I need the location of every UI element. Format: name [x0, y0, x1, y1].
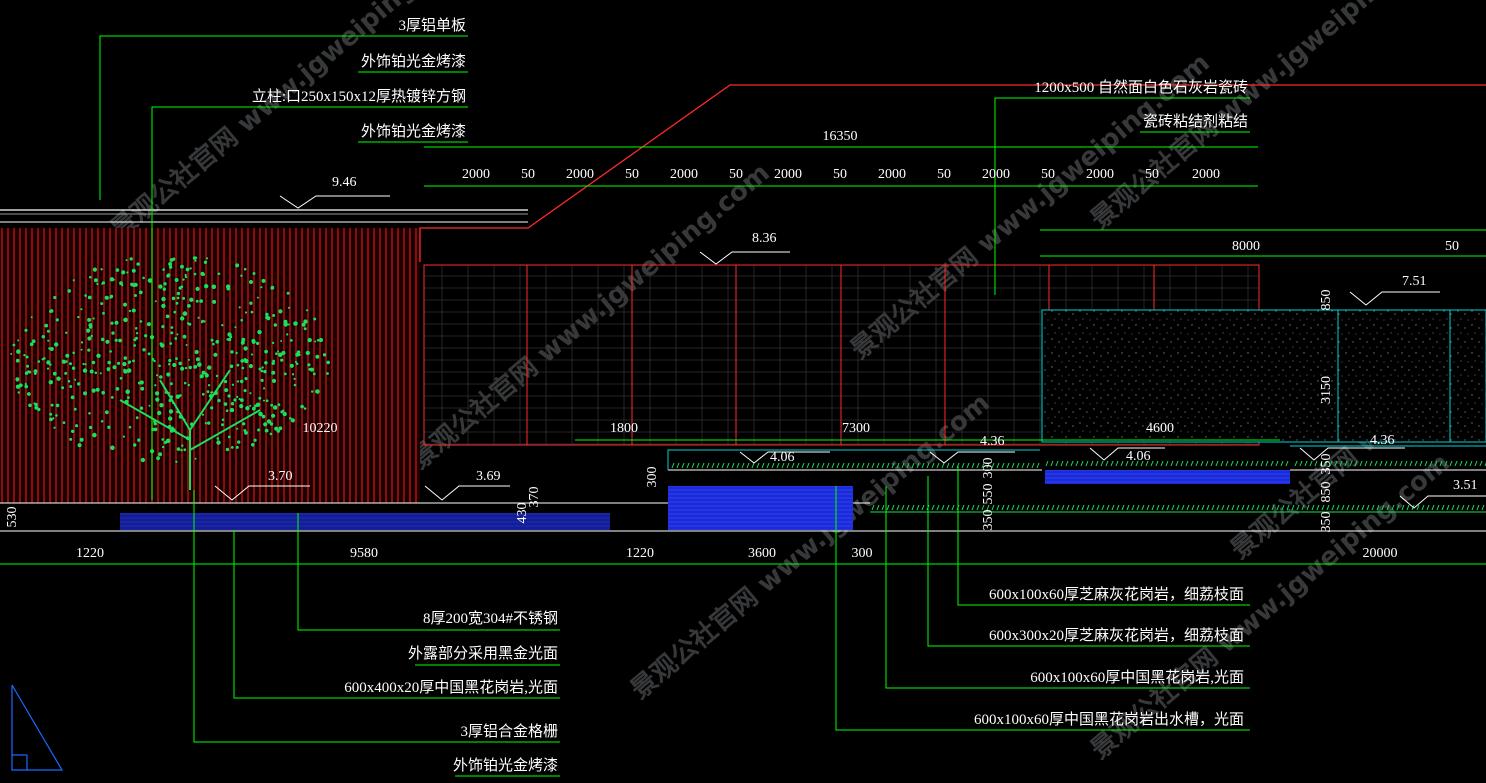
dimension-label: 350	[1319, 512, 1334, 533]
dimension-segment-label: 50	[521, 167, 535, 182]
annotation-finish: 外饰铂光金烤漆	[361, 53, 466, 70]
dimension-label: 9580	[350, 546, 378, 561]
dimension-segment-label: 2000	[878, 167, 906, 182]
annotation-sesame-granite-paving: 600x300x20厚芝麻灰花岗岩，细荔枝面	[989, 627, 1244, 644]
dimension-label: 4600	[1146, 421, 1174, 436]
annotation-tile-adhesive: 瓷砖粘结剂粘结	[1143, 113, 1248, 130]
dimension-segment-label: 50	[625, 167, 639, 182]
dimension-segment-label: 2000	[1192, 167, 1220, 182]
dimension-segment-label: 50	[1041, 167, 1055, 182]
annotation-finish: 外饰铂光金烤漆	[453, 757, 558, 774]
granite-block	[1041, 309, 1486, 443]
annotation-steel-column: 立柱:口250x150x12厚热镀锌方钢	[252, 88, 466, 105]
dimension-label: 1220	[76, 546, 104, 561]
elevation-label: 4.06	[1126, 449, 1151, 464]
dimension-label: 350	[981, 510, 996, 531]
elevation-label: 3.69	[476, 469, 501, 484]
ucs-axis-icon	[11, 684, 64, 771]
annotation-water-outlet-trough: 600x100x60厚中国黑花岗岩出水槽，光面	[974, 711, 1244, 728]
elevation-markers	[214, 195, 1486, 509]
top-dimension-chain: 2000 50 2000 50 2000 50 2000 50 2000 50 2000 50 2000…	[462, 167, 1220, 182]
dimension-segment-label: 2000	[982, 167, 1010, 182]
aluminum-grille-wall	[0, 228, 420, 503]
dimension-label: 550	[981, 484, 996, 505]
dimension-segment-label: 2000	[462, 167, 490, 182]
water-pool	[668, 486, 853, 530]
annotation-exposed-finish: 外露部分采用黑金光面	[408, 645, 558, 662]
dimension-label: 3150	[1319, 376, 1334, 404]
elevation-label: 3.70	[268, 469, 293, 484]
elevation-label: 3.51	[1453, 478, 1478, 493]
elevation-label: 9.46	[332, 175, 357, 190]
annotation-aluminum-panel: 3厚铝单板	[398, 16, 466, 34]
dimension-label: 850	[1319, 290, 1334, 311]
dimension-label: 370	[527, 487, 542, 508]
annotation-sesame-granite-curb: 600x100x60厚芝麻灰花岗岩，细荔枝面	[989, 586, 1244, 603]
annotation-alloy-grille: 3厚铝合金格栅	[460, 723, 558, 740]
dimension-label: 1800	[610, 421, 638, 436]
dimension-label: 10220	[303, 421, 338, 436]
dimension-label: 1220	[626, 546, 654, 561]
black-granite-paving	[120, 513, 610, 530]
dimension-segment-label: 50	[833, 167, 847, 182]
dimension-segment-label: 2000	[1086, 167, 1114, 182]
annotation-stainless-steel: 8厚200宽304#不锈钢	[423, 610, 558, 627]
dimension-segment-label: 2000	[774, 167, 802, 182]
tree-illustration	[10, 256, 331, 490]
dimension-label: 530	[5, 507, 20, 528]
dimension-segment-label: 2000	[566, 167, 594, 182]
dimension-label: 850	[1319, 482, 1334, 503]
elevation-label: 4.06	[770, 450, 795, 465]
dimension-segment-label: 50	[937, 167, 951, 182]
dimension-segment-label: 2000	[670, 167, 698, 182]
dimension-total: 16350	[823, 129, 858, 144]
leader-lines	[0, 35, 1486, 777]
dimension-segment-label: 50	[1145, 167, 1159, 182]
elevation-label: 8.36	[752, 231, 777, 246]
elevation-label: 4.36	[980, 434, 1005, 449]
watermark: 景观公社官网 www.jgweiping.com	[105, 0, 476, 245]
dimension-label: 50	[1445, 239, 1459, 254]
grass-layer	[671, 460, 1486, 511]
dimension-label: 300	[981, 458, 996, 479]
annotation-black-granite-curb: 600x100x60厚中国黑花岗岩,光面	[1030, 669, 1244, 686]
annotation-finish: 外饰铂光金烤漆	[361, 123, 466, 140]
roof-outline	[419, 84, 1486, 262]
dimension-segment-label: 50	[729, 167, 743, 182]
water-channel	[1045, 470, 1290, 484]
dimension-label: 3600	[748, 546, 776, 561]
dimension-label: 350	[1319, 454, 1334, 475]
annotation-limestone-tile: 1200x500 自然面白色石灰岩瓷砖	[1034, 79, 1248, 96]
annotation-black-granite: 600x400x20厚中国黑花岗岩,光面	[344, 679, 558, 696]
elevation-label: 4.36	[1370, 433, 1395, 448]
dimension-label: 8000	[1232, 239, 1260, 254]
dimension-label: 300	[852, 546, 873, 561]
elevation-label: 7.51	[1402, 274, 1427, 289]
dimension-label: 20000	[1363, 546, 1398, 561]
dimension-label: 300	[645, 467, 660, 488]
dimension-label: 430	[515, 503, 530, 524]
dimension-label: 7300	[842, 421, 870, 436]
